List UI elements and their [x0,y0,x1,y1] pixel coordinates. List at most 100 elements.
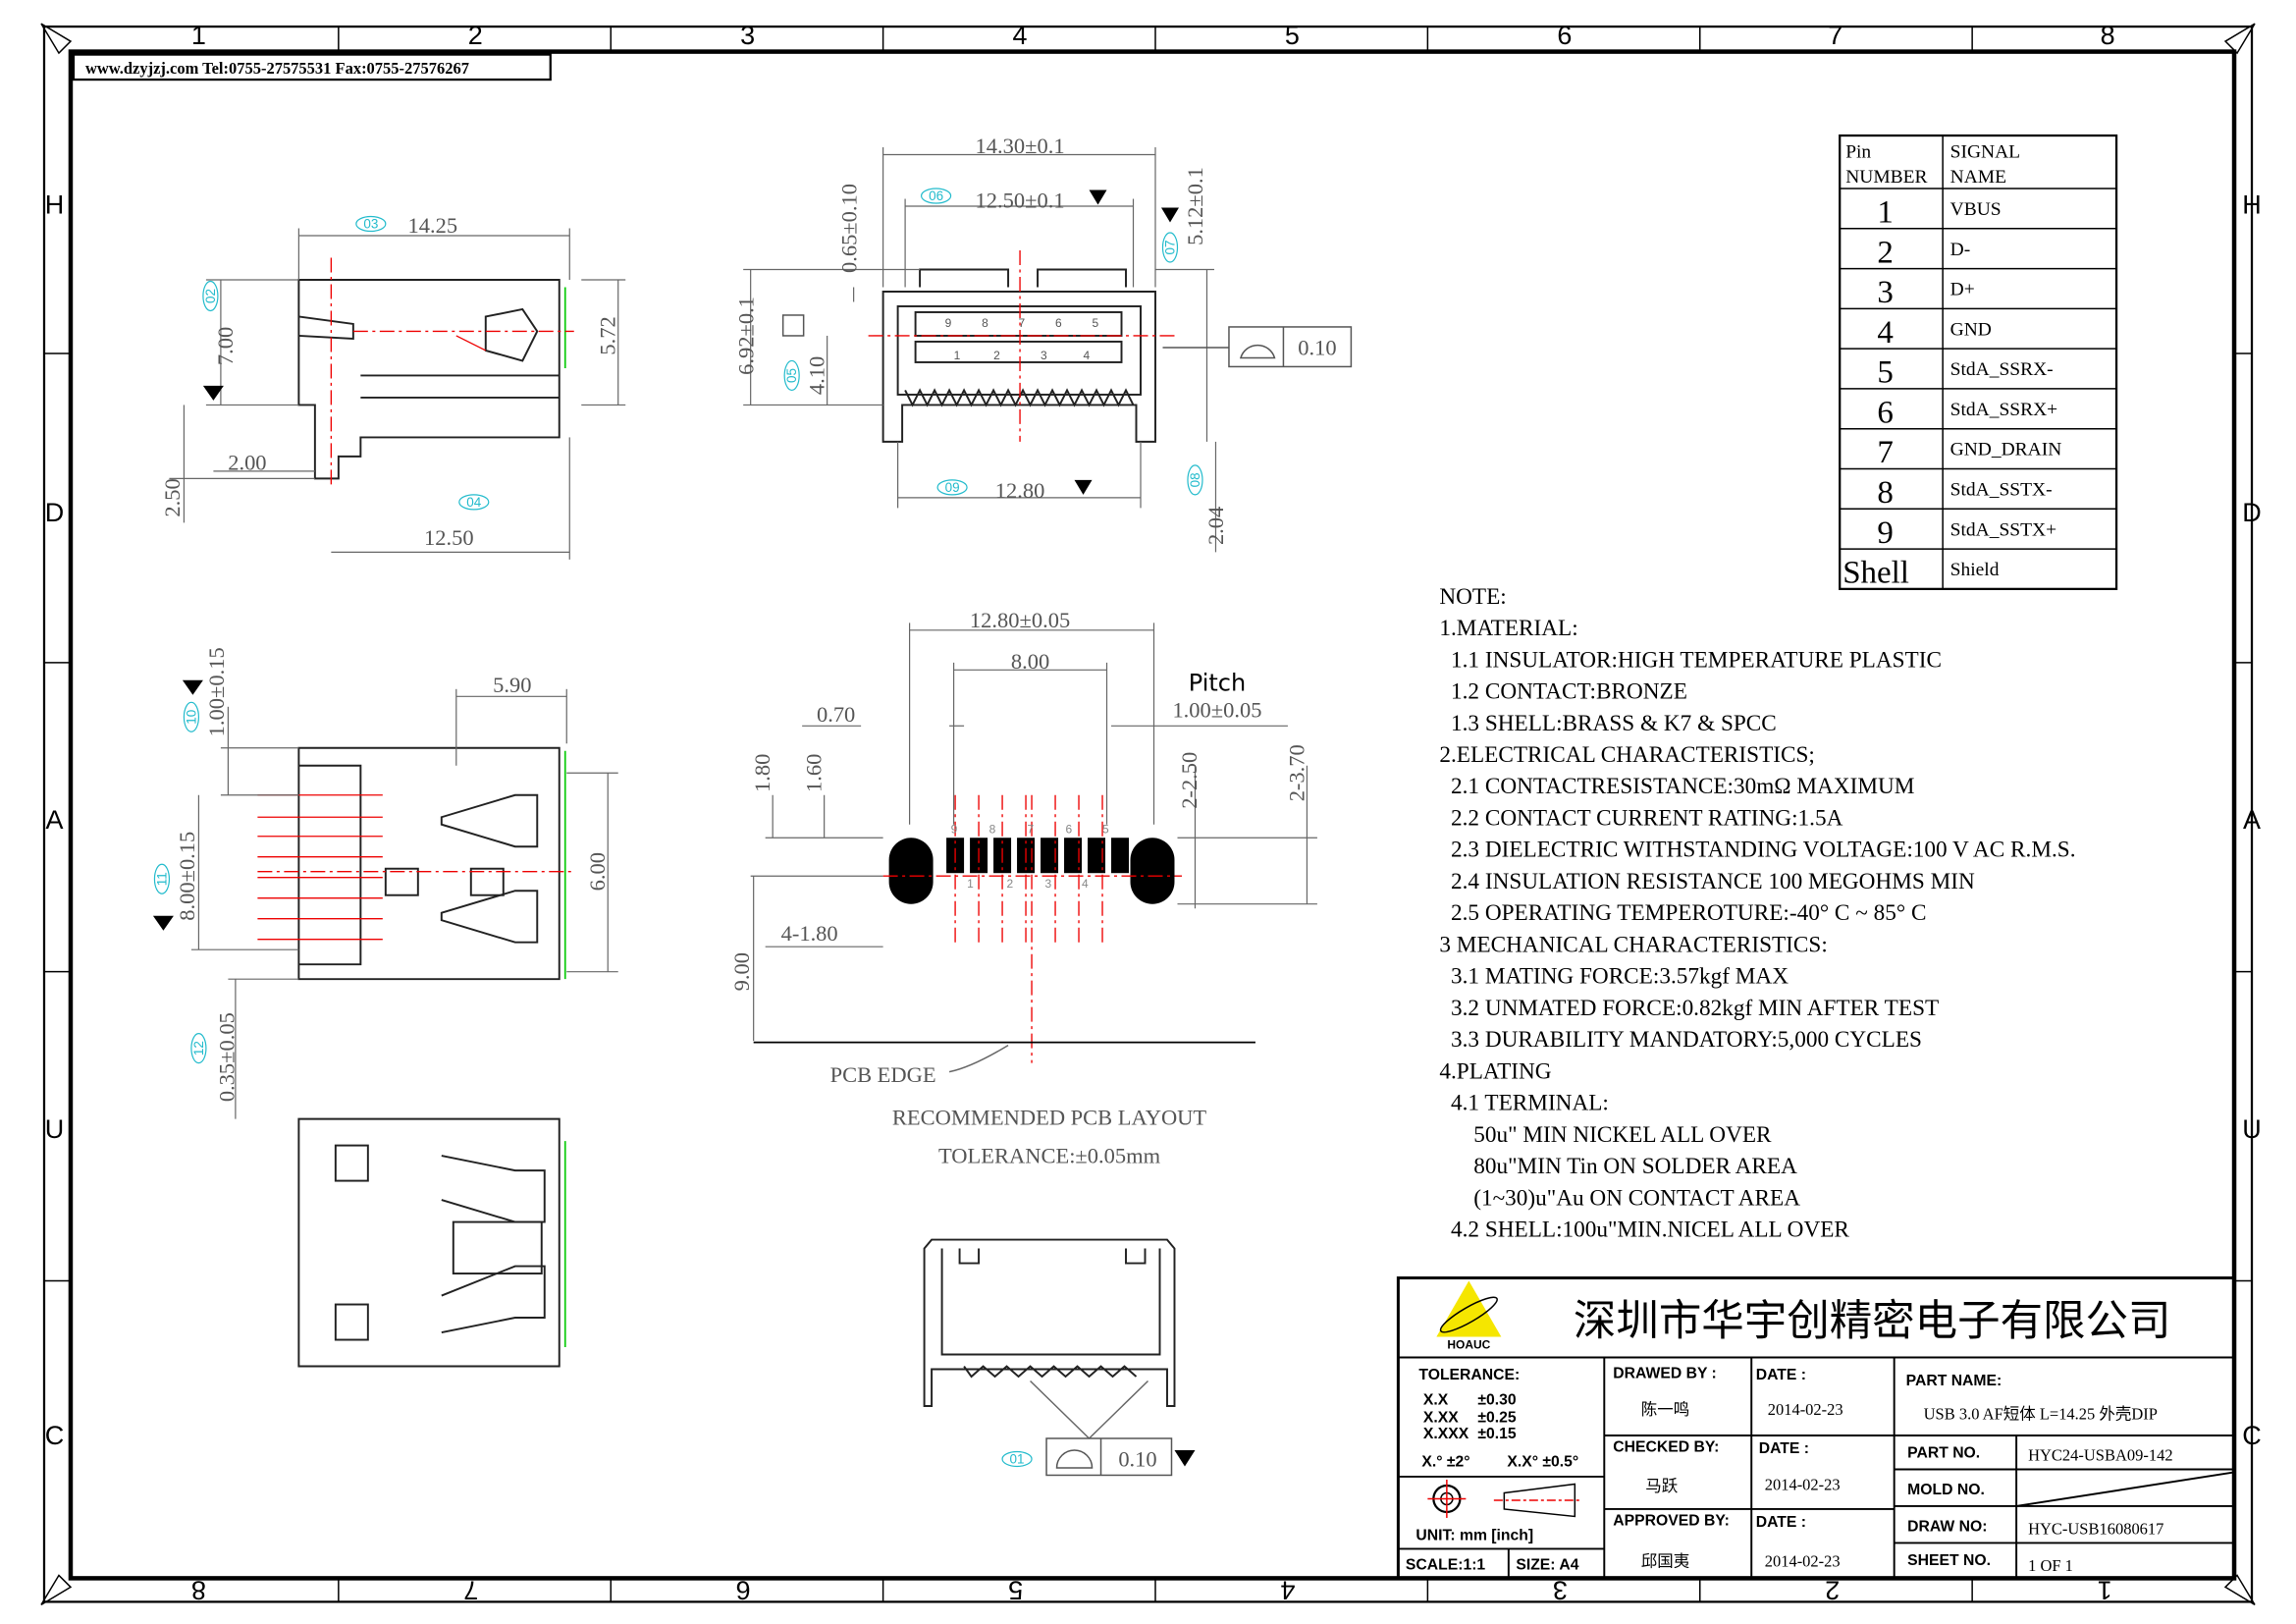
column-label: 7 [1828,21,1842,50]
table-header: SIGNAL [1950,142,2020,163]
column-label: 6 [1557,21,1572,50]
angle-tolerance: X.° ±2° [1421,1453,1469,1470]
date-value: 2014-02-23 [1768,1400,1843,1419]
dimension-label: 6.00 [585,852,610,891]
mounting-hole-pad [888,838,934,904]
scale-label: SCALE:1:1 [1406,1556,1486,1573]
approved-by-value: 邱国夷 [1641,1551,1689,1570]
dimension-label: 12.50 [424,525,474,550]
dimension-label: 0.65±0.10 [837,184,862,273]
dimension-label: 4.10 [805,356,829,395]
note-line: 1.3 SHELL:BRASS & K7 & SPCC [1439,711,1776,736]
column-label: 4 [1280,1575,1295,1604]
note-line: 80u"MIN Tin ON SOLDER AREA [1439,1154,1797,1179]
dimension-label: 2.04 [1203,507,1228,545]
dimension-label: 8.00±0.15 [175,832,199,921]
note-line: 1.1 INSULATOR:HIGH TEMPERATURE PLASTIC [1439,647,1942,673]
date-label: DATE : [1756,1367,1806,1383]
note-line: 2.1 CONTACTRESISTANCE:30mΩ MAXIMUM [1439,774,1914,799]
pin-number: 4 [1877,315,1893,351]
signal-name: D+ [1950,280,1975,300]
column-label: 1 [2098,1575,2112,1604]
signal-pads [946,838,1130,874]
note-line: 50u" MIN NICKEL ALL OVER [1439,1122,1772,1148]
dimension-label: 9.00 [729,952,754,991]
date-label: DATE : [1759,1440,1809,1457]
signal-name: D- [1950,240,1971,260]
draw-no-value: HYC-USB16080617 [2028,1519,2163,1538]
row-label: U [45,1114,64,1144]
row-label: A [2243,805,2261,835]
pad-label: 3 [1045,877,1052,891]
contact-header: www.dzyjzj.com Tel:0755-27575531 Fax:075… [72,53,552,81]
table-header: Pin [1845,142,1871,163]
balloon-label: 07 [1162,240,1177,254]
balloon-label: 04 [466,495,481,510]
column-label: 8 [191,1575,206,1604]
table-header: NUMBER [1845,167,1927,188]
pad-label: 6 [1066,823,1073,837]
pad-label: 7 [1028,823,1035,837]
contact-text: www.dzyjzj.com Tel:0755-27575531 Fax:075… [85,59,469,78]
pad-label: 9 [951,823,958,837]
part-name-value: USB 3.0 AF短体 L=14.25 外壳DIP [1924,1404,2158,1423]
projection-symbol-icon [1427,1479,1582,1518]
column-labels-top: 1 2 3 4 5 6 7 8 [191,21,2115,50]
pad-label: 5 [1102,823,1109,837]
dimension-label: 14.25 [408,213,458,238]
top-view: 5.90 1.00±0.15 8.00±0.15 6.00 0.35±0.05 … [152,647,618,1119]
drawed-by-value: 陈一鸣 [1641,1400,1689,1419]
note-line: 4.2 SHELL:100u"MIN.NICEL ALL OVER [1439,1218,1849,1243]
dimension-label: 1.60 [802,754,827,792]
dimension-label: 2.50 [160,478,185,516]
drawing-frame: 1 2 3 4 5 6 7 8 8 7 6 5 4 3 2 1 H D A U … [40,21,2262,1606]
dimension-label: 1.00±0.05 [1172,697,1261,722]
pin-number: 5 [1877,355,1893,391]
signal-name: Shield [1950,560,2000,580]
tolerance-value: ±0.25 [1477,1409,1517,1426]
balloon-label: 02 [203,289,218,303]
pin-number: 8 [982,316,988,330]
tolerance-key: X.XX [1423,1409,1459,1426]
draw-no-label: DRAW NO: [1907,1518,1987,1535]
column-label: 5 [1285,21,1300,50]
dimension-label: 4-1.80 [781,921,838,946]
signal-name: StdA_SSTX- [1950,479,2053,500]
logo-text: HOAUC [1447,1338,1490,1352]
pin-number: 6 [1877,395,1893,430]
pin-number: 3 [1877,275,1893,310]
pin-number: Shell [1842,556,1909,591]
dimension-label: 7.00 [213,327,238,365]
side-view: 14.25 7.00 5.72 2.00 2.50 12.50 03 02 04 [160,213,626,560]
pin-number: 1 [954,349,961,362]
bottom-view [297,1117,566,1368]
dimension-label: 12.80±0.05 [970,608,1070,632]
pin-number: 2 [1877,235,1893,270]
pin-number: 3 [1041,349,1047,362]
title-block: HOAUC 深圳市华宇创精密电子有限公司 TOLERANCE: X.X±0.30… [1396,1276,2236,1580]
balloon-label: 01 [1010,1451,1025,1466]
pin-number: 7 [1877,435,1893,470]
row-label: H [2242,190,2261,220]
column-label: 7 [463,1575,478,1604]
note-line: NOTE: [1439,584,1506,610]
company-logo: HOAUC [1436,1280,1502,1352]
balloon-label: 05 [784,368,799,383]
table-header: NAME [1950,167,2006,188]
column-label: 8 [2101,21,2115,50]
pcb-edge-label: PCB EDGE [830,1062,936,1087]
note-line: 1.MATERIAL: [1439,616,1577,641]
balloon-label: 09 [945,480,960,495]
dimension-label: 0.35±0.05 [214,1012,239,1102]
drawed-by-label: DRAWED BY : [1613,1366,1717,1382]
note-line: 1.2 CONTACT:BRONZE [1439,679,1687,705]
dimension-label: 0.70 [817,702,855,727]
part-no-value: HYC24-USBA09-142 [2028,1445,2172,1464]
row-label: D [2242,498,2261,527]
column-label: 4 [1013,21,1028,50]
unit-label: UNIT: mm [inch] [1415,1527,1533,1543]
signal-name: GND [1950,319,1992,340]
column-label: 1 [191,21,206,50]
dimension-label: 12.80 [995,478,1045,503]
mold-no-label: MOLD NO. [1907,1482,1985,1498]
